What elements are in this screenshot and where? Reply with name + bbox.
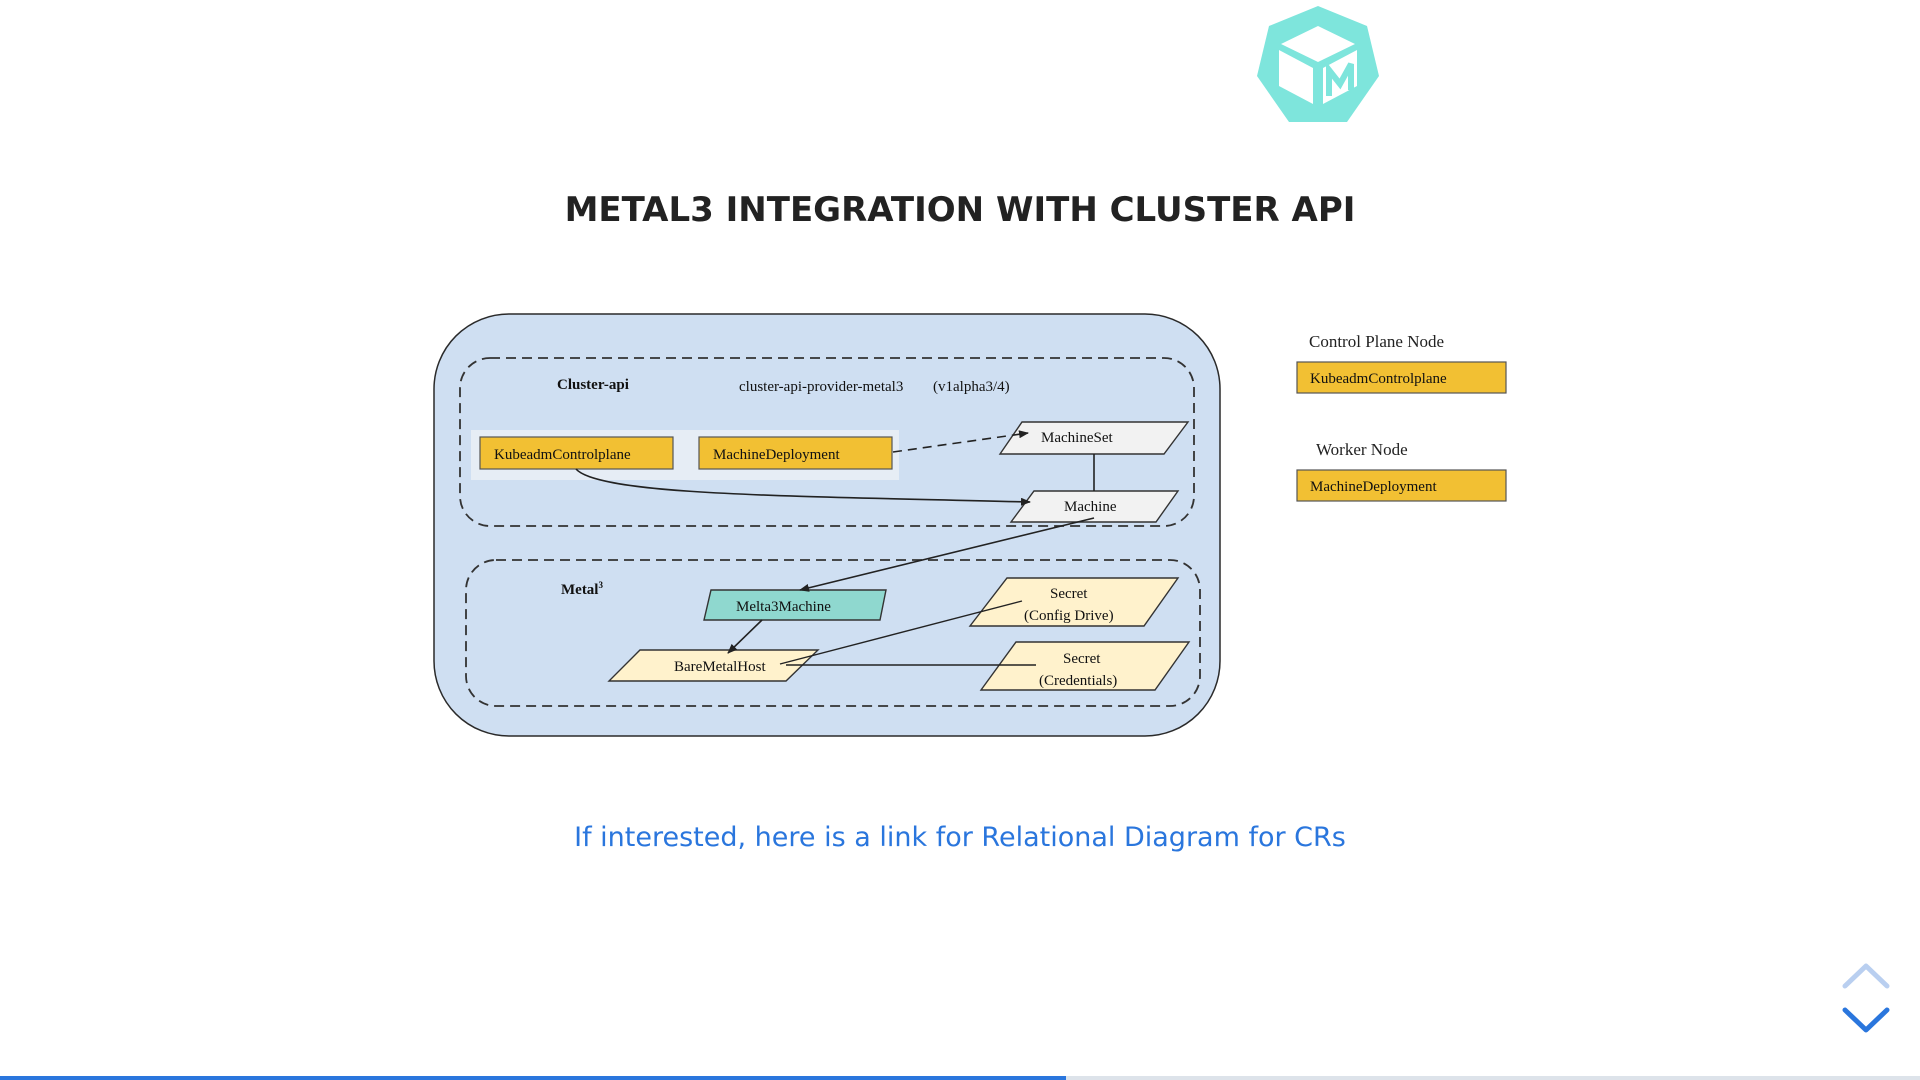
- secret-config-drive-node: [968, 577, 1180, 627]
- secret-config-drive-title: Secret: [1050, 586, 1088, 602]
- relational-diagram-link[interactable]: If interested, here is a link for Relati…: [574, 822, 1346, 853]
- baremetal-to-config-secret-line: [779, 600, 1023, 665]
- cluster-api-label: Cluster-api: [557, 377, 629, 393]
- provider-label: cluster-api-provider-metal3: [739, 379, 903, 395]
- kubeadm-controlplane-label: KubeadmControlplane: [494, 447, 631, 463]
- deployment-to-machineset-arrow: [892, 430, 1029, 453]
- legend-worker-label: MachineDeployment: [1310, 479, 1437, 495]
- secret-credentials-title: Secret: [1063, 651, 1101, 667]
- legend-worker-title: Worker Node: [1316, 440, 1408, 459]
- melta3-machine-node: [703, 589, 887, 621]
- secret-credentials-node: [979, 641, 1191, 691]
- machine-to-melta3-arrow: [799, 517, 1095, 592]
- controlplane-to-machine-arrow: [575, 468, 1031, 506]
- bare-metal-host-node: [607, 649, 820, 682]
- version-label: (v1alpha3/4): [933, 379, 1010, 395]
- slide-progress-fill: [0, 1076, 1066, 1080]
- chevron-down-icon[interactable]: [1841, 1004, 1891, 1036]
- legend-control-plane-title: Control Plane Node: [1309, 332, 1444, 351]
- legend-control-plane-box: [1296, 361, 1507, 394]
- melta3-to-baremetal-arrow: [727, 619, 763, 654]
- machine-node: [1009, 490, 1180, 523]
- metal3-label: Metal3: [561, 580, 603, 598]
- secret-config-drive-subtitle: (Config Drive): [1024, 608, 1114, 624]
- machine-set-node: [998, 421, 1190, 455]
- chevron-up-icon[interactable]: [1841, 960, 1891, 992]
- machine-set-label: MachineSet: [1041, 430, 1113, 446]
- bare-metal-host-label: BareMetalHost: [674, 659, 766, 675]
- metal3-region: [465, 559, 1201, 707]
- legend-worker-box: [1296, 469, 1507, 502]
- slide-title: METAL3 INTEGRATION WITH CLUSTER API: [564, 190, 1356, 230]
- cluster-api-region: [459, 357, 1195, 527]
- machine-label: Machine: [1064, 499, 1117, 515]
- secret-credentials-subtitle: (Credentials): [1039, 673, 1117, 689]
- metal3-logo-icon: [1257, 6, 1379, 122]
- machine-deployment-label: MachineDeployment: [713, 447, 840, 463]
- slide-progress-bar: [0, 1076, 1920, 1080]
- melta3-machine-label: Melta3Machine: [736, 599, 831, 615]
- machine-deployment-node: [698, 436, 893, 470]
- diagram-panel: [433, 313, 1221, 737]
- legend-control-plane-label: KubeadmControlplane: [1310, 371, 1447, 387]
